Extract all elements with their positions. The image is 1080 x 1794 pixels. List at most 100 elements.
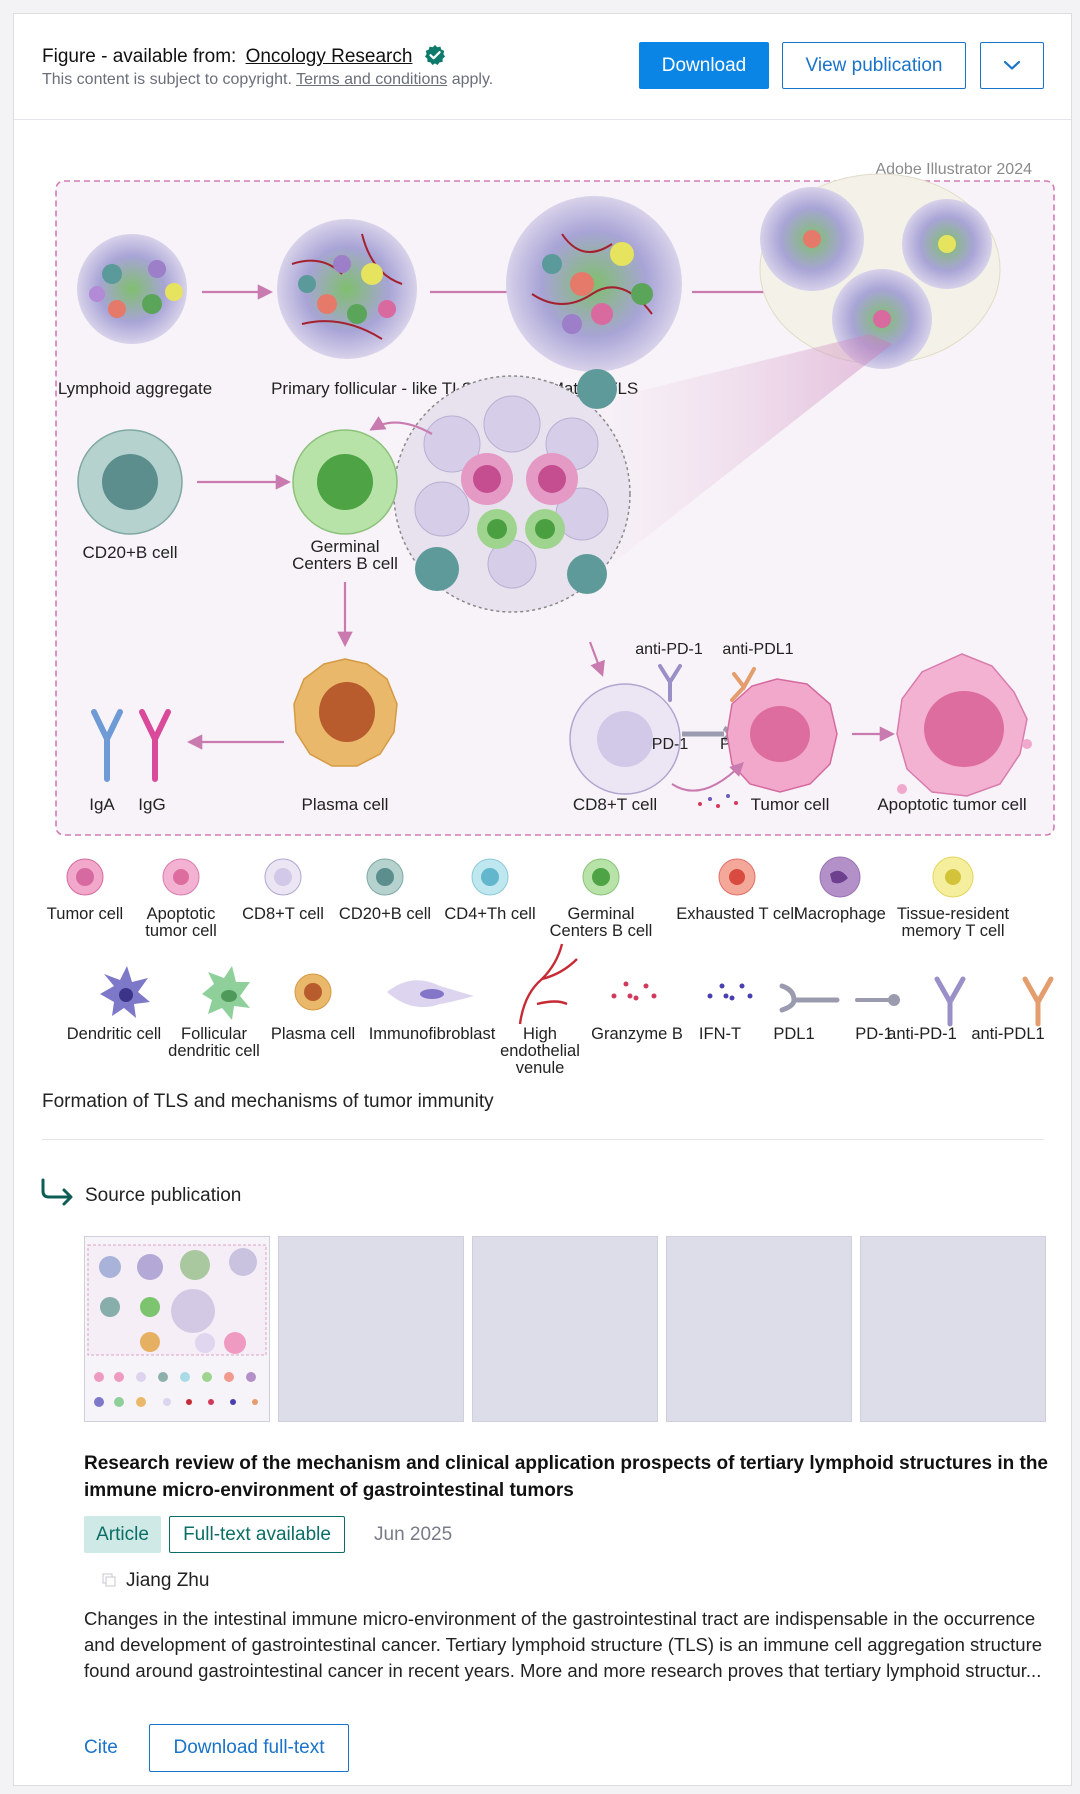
stage-label-lymphoid: Lymphoid aggregate xyxy=(58,379,212,398)
legend-label-row2-2: Plasma cell xyxy=(271,1025,355,1043)
legend-icon-tissue-resident-memory-t-cell xyxy=(932,856,974,898)
copyright-suffix: apply. xyxy=(451,71,494,88)
legend-label-row2-8: PD-1 xyxy=(855,1025,893,1043)
legend-label-row2-0: Dendritic cell xyxy=(67,1025,161,1043)
verified-badge-icon xyxy=(424,45,445,65)
tumor-cell-label: Tumor cell xyxy=(751,795,830,814)
figure-card: Figure - available from: Oncology Resear… xyxy=(13,13,1072,1786)
legend-icon-granzyme-b xyxy=(611,981,657,1001)
figure-illustration: Adobe Illustrator 2024 Lymphoid aggregat… xyxy=(47,161,1055,1077)
legend-icon-plasma-cell xyxy=(294,973,332,1011)
legend-icon-cd20-b-cell xyxy=(366,858,404,896)
multiple-tls-illustration xyxy=(759,173,1001,369)
cite-link[interactable]: Cite xyxy=(84,1737,118,1758)
legend-label-row1-3: CD20+B cell xyxy=(339,905,431,923)
legend-label-row1-1: Apoptotic xyxy=(147,905,216,923)
anti-pd1-label: anti-PD-1 xyxy=(635,641,703,658)
plasma-cell-label: Plasma cell xyxy=(302,795,389,814)
terms-link[interactable]: Terms and conditions xyxy=(296,71,448,88)
publication-abstract: Changes in the intestinal immune micro-e… xyxy=(84,1608,1043,1681)
apoptotic-tumor-cell-illustration xyxy=(896,653,1032,797)
legend-label-row2-6: IFN-T xyxy=(699,1025,741,1043)
legend-label-row2-7: PDL1 xyxy=(773,1025,814,1043)
thumbnail-2[interactable] xyxy=(278,1236,464,1422)
legend-icon-exhausted-t-cell xyxy=(718,858,756,896)
thumbnail-3[interactable] xyxy=(472,1236,658,1422)
legend-row-2 xyxy=(100,943,1054,1027)
lymphoid-aggregate-illustration xyxy=(77,234,187,344)
download-button[interactable]: Download xyxy=(639,42,769,89)
download-fulltext-button[interactable]: Download full-text xyxy=(149,1724,349,1772)
cd20-b-cell-label: CD20+B cell xyxy=(83,543,178,562)
cd8-t-cell-label: CD8+T cell xyxy=(573,795,657,814)
software-note: Adobe Illustrator 2024 xyxy=(875,161,1032,178)
legend-icon-anti-pdl1 xyxy=(1022,976,1054,1027)
thumbnail-4[interactable] xyxy=(666,1236,852,1422)
legend-label-row2-1: Follicular xyxy=(181,1025,248,1043)
legend-icon-ifn xyxy=(707,983,753,1001)
chevron-down-icon xyxy=(1003,60,1021,70)
legend-label-row1-8-line2: memory T cell xyxy=(902,922,1005,940)
tls-figure: Adobe Illustrator 2024 Lymphoid aggregat… xyxy=(42,144,1062,1094)
legend-label-row1-7: Macrophage xyxy=(794,905,886,923)
plasma-cell-illustration xyxy=(293,658,398,767)
thumbnail-1-preview xyxy=(87,1244,267,1407)
author-name[interactable]: Jiang Zhu xyxy=(126,1570,210,1591)
legend-label-row2-4-line3: venule xyxy=(516,1059,565,1077)
legend-label-row2-4: High xyxy=(523,1025,557,1043)
figure-caption: Formation of TLS and mechanisms of tumor… xyxy=(42,1091,494,1112)
copyright-prefix: This content is subject to copyright. xyxy=(42,71,292,88)
legend-icon-cd8-t-cell xyxy=(264,858,302,896)
legend-icon-pd1 xyxy=(855,994,900,1006)
author-placeholder-icon xyxy=(102,1573,116,1587)
legend-icon-immunofibroblast xyxy=(387,980,474,1008)
source-link[interactable]: Oncology Research xyxy=(245,46,413,67)
anti-pd1-antibody-icon xyxy=(658,664,682,702)
stage-label-primary: Primary follicular - like TLS xyxy=(271,379,473,398)
anti-pdl1-antibody-icon xyxy=(730,667,756,702)
iga-label: IgA xyxy=(89,795,115,814)
legend-icon-high-endothelial-venule xyxy=(518,943,578,1025)
thumbnail-5[interactable] xyxy=(860,1236,1046,1422)
mature-tls-illustration xyxy=(506,196,682,372)
igg-antibody-icon xyxy=(139,709,171,782)
legend-label-row1-0: Tumor cell xyxy=(47,905,123,923)
cd20-b-cell-illustration xyxy=(77,429,183,535)
corner-down-right-arrow-icon xyxy=(41,1178,73,1206)
legend-label-row1-4: CD4+Th cell xyxy=(444,905,535,923)
more-options-button[interactable] xyxy=(980,42,1044,89)
germinal-b-cell-label-2: Centers B cell xyxy=(292,554,398,573)
iga-antibody-icon xyxy=(91,709,123,782)
copyright-line: This content is subject to copyright. Te… xyxy=(42,71,493,89)
granzyme-dots-icon xyxy=(698,794,738,808)
legend-label-row1-2: CD8+T cell xyxy=(242,905,324,923)
publication-title[interactable]: Research review of the mechanism and cli… xyxy=(84,1453,1048,1501)
legend-label-row1-5-line2: Centers B cell xyxy=(550,922,653,940)
legend-label-row1-5: Germinal xyxy=(568,905,635,923)
legend-label-row2-3: Immunofibroblast xyxy=(369,1025,496,1043)
primary-follicular-tls-illustration xyxy=(277,219,417,359)
legend-icon-macrophage xyxy=(819,856,861,898)
legend-label-row2-10: anti-PDL1 xyxy=(971,1025,1044,1043)
legend-icon-anti-pd1 xyxy=(934,976,966,1027)
available-prefix: Figure - available from: xyxy=(42,46,237,67)
legend-icon-dendritic-cell xyxy=(100,966,150,1018)
view-publication-button[interactable]: View publication xyxy=(782,42,966,89)
figure-header: Figure - available from: Oncology Resear… xyxy=(14,14,1071,120)
tls-zoom-illustration xyxy=(393,369,631,613)
germinal-center-b-cell-illustration xyxy=(292,429,398,535)
anti-pdl1-label: anti-PDL1 xyxy=(722,641,793,658)
legend-label-row1-6: Exhausted T cell xyxy=(676,905,797,923)
legend-icon-apoptotic-tumor-cell xyxy=(162,858,200,896)
legend-label-row1-8: Tissue-resident xyxy=(897,905,1010,923)
igg-label: IgG xyxy=(138,795,165,814)
legend-row-1 xyxy=(66,856,974,898)
legend-label-row2-1-line2: dendritic cell xyxy=(168,1042,260,1060)
legend-icon-pdl1 xyxy=(779,983,840,1013)
source-line: Figure - available from: Oncology Resear… xyxy=(42,44,446,68)
thumbnail-1[interactable] xyxy=(84,1236,270,1422)
tumor-cell-illustration xyxy=(726,678,838,793)
pd1-label: PD-1 xyxy=(652,736,689,753)
germinal-b-cell-label-1: Germinal xyxy=(311,537,380,556)
